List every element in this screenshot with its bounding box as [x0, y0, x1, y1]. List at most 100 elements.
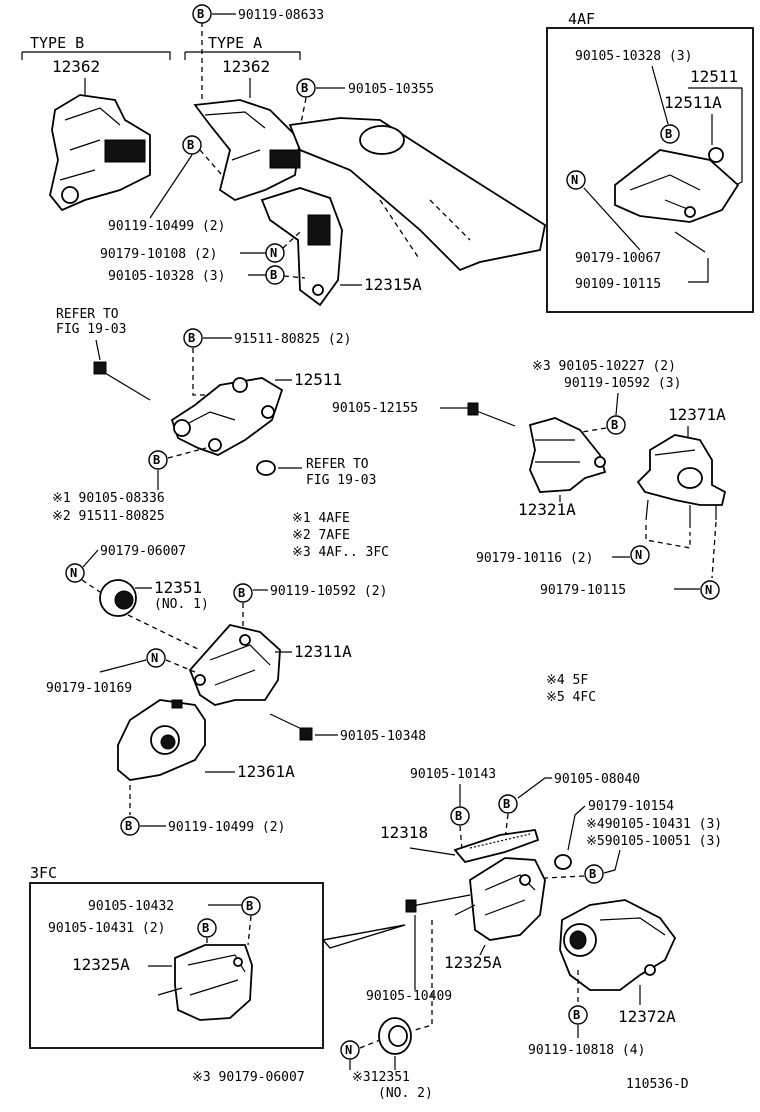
diagram-id: 110536-D [626, 1077, 689, 1092]
type-a-section: TYPE A 12362 B 90119-08633 B 90105-10355 [100, 4, 547, 307]
svg-text:N: N [345, 1043, 352, 1057]
bracket-12315a-image [260, 187, 343, 307]
callout-n-4af: N [566, 170, 586, 190]
svg-text:B: B [188, 331, 195, 345]
svg-text:N: N [705, 583, 712, 597]
fastener-4-90105-10431: ※490105-10431 (3) [586, 817, 722, 832]
bushing-12351-no2-image [378, 1017, 412, 1055]
part-12511-4af: 12511 [690, 67, 738, 86]
part-12325a-3fc: 12325A [72, 955, 130, 974]
svg-text:N: N [270, 246, 277, 260]
fastener-90105-10328-4af: 90105-10328 (3) [575, 49, 692, 64]
svg-text:B: B [589, 867, 596, 881]
fastener-90179-10154: 90179-10154 [588, 799, 674, 814]
section-12321a: ※3 90105-10227 (2) 90119-10592 (3) B 901… [332, 359, 681, 519]
callout-b-90105-10355: B [296, 78, 316, 98]
fastener-90119-08633: 90119-08633 [238, 8, 324, 23]
fastener-90105-08040: 90105-08040 [554, 772, 640, 787]
part-12318: 12318 [380, 823, 428, 842]
fastener-90179-10169: 90179-10169 [46, 681, 132, 696]
type-b-section: TYPE B 12362 [21, 34, 171, 212]
part-12362-type-b: 12362 [52, 57, 100, 76]
callout-n-90179-10115: N [700, 580, 720, 600]
svg-text:B: B [202, 921, 209, 935]
fastener-90119-10592-3: 90119-10592 (3) [564, 376, 681, 391]
callout-b-12321a: B [606, 415, 626, 435]
svg-text:B: B [238, 586, 245, 600]
plate-12318-image [453, 828, 540, 864]
callout-b-4af: B [660, 124, 680, 144]
part-12361a: 12361A [237, 762, 295, 781]
svg-text:B: B [455, 809, 462, 823]
callout-b-3fc-90105-10431: B [197, 918, 217, 938]
mount-12361a-image [117, 699, 206, 781]
nut-90179-10154-image [554, 854, 572, 870]
fastener-90179-10108: 90179-10108 (2) [100, 247, 217, 262]
box-4af: 4AF 90105-10328 (3) B 12511 12511A N 901… [546, 10, 754, 313]
part-12321a: 12321A [518, 500, 576, 519]
fastener-90119-10499-bot: 90119-10499 (2) [168, 820, 285, 835]
bracket-12325a-image [469, 857, 546, 941]
part-12511: 12511 [294, 370, 342, 389]
refer-to-fig-b-line2: FIG 19-03 [306, 473, 376, 488]
svg-text:B: B [503, 797, 510, 811]
svg-text:N: N [635, 548, 642, 562]
mount-12372a-image [559, 899, 677, 991]
svg-text:B: B [153, 453, 160, 467]
fastener-90105-10328-top: 90105-10328 (3) [108, 269, 225, 284]
section-12371a: 12371A 90179-10116 (2) N 90179-10115 N [476, 405, 726, 600]
legend-note2: ※2 7AFE [292, 528, 350, 543]
box-3fc-header: 3FC [30, 864, 57, 882]
svg-text:B: B [665, 127, 672, 141]
fastener-90119-10818: 90119-10818 (4) [528, 1043, 645, 1058]
section-bottom-right: 90105-10143 B B 90105-08040 12318 90179-… [192, 767, 722, 1101]
part-12362-type-a: 12362 [222, 57, 270, 76]
fastener-90119-10592-2: 90119-10592 (2) [270, 584, 387, 599]
callout-n-90179-06007: N [65, 563, 85, 583]
bracket-12511-4af-image [614, 147, 740, 253]
notes-legend: ※1 4AFE ※2 7AFE ※3 4AF.. 3FC ※4 5F ※5 4F… [292, 511, 596, 705]
fastener-note2-91511-80825: ※2 91511-80825 [52, 509, 165, 524]
fastener-note1-90105-08336: ※1 90105-08336 [52, 491, 165, 506]
fastener-90179-06007: 90179-06007 [100, 544, 186, 559]
legend-note1: ※1 4AFE [292, 511, 350, 526]
svg-text:B: B [573, 1008, 580, 1022]
svg-text:B: B [197, 7, 204, 21]
fastener-90105-10348: 90105-10348 [340, 729, 426, 744]
callout-n-90179-10169: N [146, 648, 166, 668]
svg-text:B: B [125, 819, 132, 833]
part-12372a: 12372A [618, 1007, 676, 1026]
fastener-90105-10409: 90105-10409 [366, 989, 452, 1004]
box-4af-header: 4AF [568, 10, 595, 28]
fastener-90109-10115: 90109-10115 [575, 277, 661, 292]
fastener-90105-10143: 90105-10143 [410, 767, 496, 782]
fastener-90105-10355: 90105-10355 [348, 82, 434, 97]
callout-b-90105-08040: B [498, 794, 518, 814]
section-12311a: N 90179-06007 12351 (NO. 1) B 90119-1059… [46, 544, 426, 836]
svg-text:N: N [151, 651, 158, 665]
part-12371a: 12371A [668, 405, 726, 424]
type-b-header: TYPE B [30, 34, 84, 52]
nut-refer-image [256, 460, 276, 476]
part-12351: 12351 [154, 578, 202, 597]
refer-to-fig-a-line1: REFER TO [56, 307, 119, 322]
callout-b-90119-08633: B [192, 4, 212, 24]
fastener-90179-10115: 90179-10115 [540, 583, 626, 598]
legend-note3: ※3 4AF.. 3FC [292, 545, 389, 560]
bracket-12321a-image [528, 417, 607, 493]
fastener-90179-10067: 90179-10067 [575, 251, 661, 266]
fastener-90105-10432: 90105-10432 [88, 899, 174, 914]
svg-text:B: B [246, 899, 253, 913]
part-12315a: 12315A [364, 275, 422, 294]
type-a-header: TYPE A [208, 34, 262, 52]
callout-b-90105-10143: B [450, 806, 470, 826]
engine-mount-type-b-image [49, 94, 151, 212]
fastener-90105-12155: 90105-12155 [332, 401, 418, 416]
section-12511: REFER TO FIG 19-03 B 91511-80825 (2) 125… [52, 307, 376, 524]
callout-b-91511-80825: B [183, 328, 203, 348]
fastener-3-90105-10227: ※3 90105-10227 (2) [532, 359, 676, 374]
legend-note5: ※5 4FC [546, 690, 596, 705]
svg-text:N: N [571, 173, 578, 187]
part-12325a: 12325A [444, 953, 502, 972]
